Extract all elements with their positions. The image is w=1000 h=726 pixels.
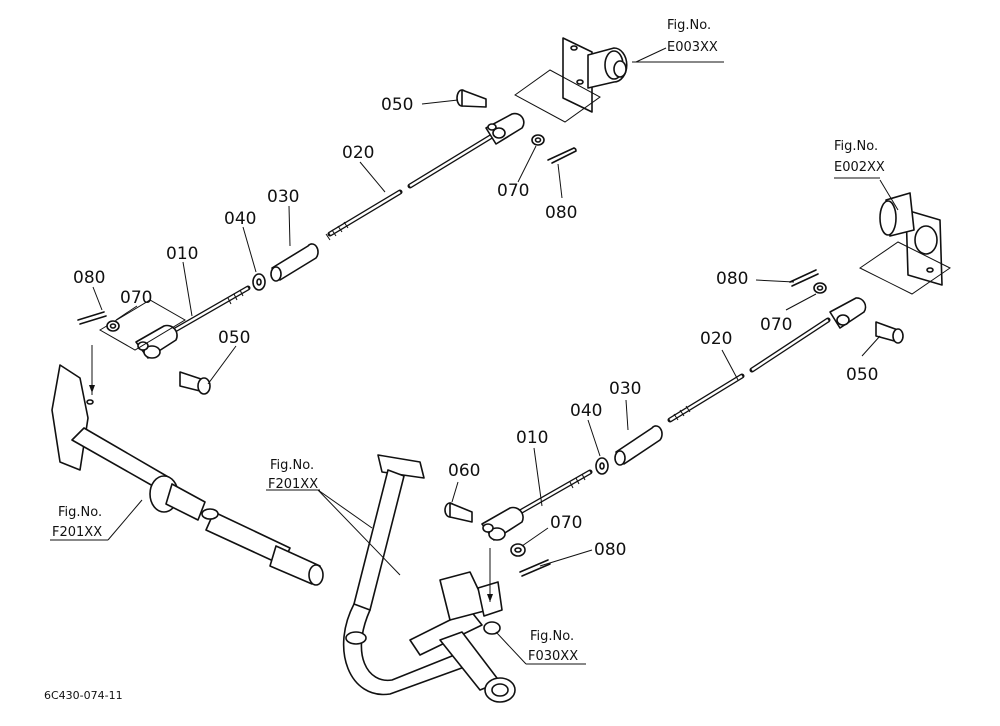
left-washer-070-hole xyxy=(109,323,117,329)
label-070-right: 070 xyxy=(760,315,792,335)
label-030-left: 030 xyxy=(267,187,299,207)
right-lock-nut-040 xyxy=(595,457,609,475)
upper-mounting-bracket xyxy=(514,37,628,123)
right-clevis-pin-060 xyxy=(444,502,473,523)
right-lower-clevis-yoke xyxy=(481,506,524,541)
ref-f030-code: F030XX xyxy=(528,649,578,664)
label-040-left: 040 xyxy=(224,209,256,229)
right-clevis-yoke xyxy=(829,297,867,329)
right-lower-washer-070-hole xyxy=(514,547,522,553)
left-turnbuckle-sleeve-030 xyxy=(270,243,319,282)
ref-e002-fig-label: Fig.No. xyxy=(834,139,878,154)
label-070-lower: 070 xyxy=(550,513,582,533)
upper-clevis-pin-050 xyxy=(456,89,487,108)
label-080-right: 080 xyxy=(716,269,748,289)
label-050-upper: 050 xyxy=(381,95,413,115)
left-clevis-pin-050 xyxy=(179,371,211,395)
leader-lines xyxy=(50,47,899,665)
label-070-left: 070 xyxy=(120,288,152,308)
ref-f201-center-fig-label: Fig.No. xyxy=(270,458,314,473)
upper-cotter-pin-080 xyxy=(547,147,577,164)
label-080-lower: 080 xyxy=(594,540,626,560)
label-050-right: 050 xyxy=(846,365,878,385)
label-040-right: 040 xyxy=(570,401,602,421)
label-070-upper: 070 xyxy=(497,181,529,201)
left-clevis-yoke xyxy=(99,299,186,359)
right-rod-end-010 xyxy=(517,469,593,515)
label-020-upper: 020 xyxy=(342,143,374,163)
label-080-upper: 080 xyxy=(545,203,577,223)
figure-references: Fig.No. E003XX Fig.No. E002XX Fig.No. F2… xyxy=(52,18,885,664)
upper-washer-070-hole xyxy=(534,137,542,143)
left-rod-end-010 xyxy=(172,285,251,333)
label-060: 060 xyxy=(448,461,480,481)
label-010-left: 010 xyxy=(166,244,198,264)
ref-e002-code: E002XX xyxy=(834,160,885,175)
part-number-labels: 050 020 030 040 010 080 070 050 070 080 … xyxy=(73,95,878,560)
right-cotter-pin-080 xyxy=(789,269,819,287)
ref-f201-center-code: F201XX xyxy=(268,477,318,492)
right-washer-070-hole xyxy=(816,285,824,291)
left-cotter-pin-080 xyxy=(77,311,107,325)
center-frame-assembly xyxy=(342,454,516,703)
right-turnbuckle-sleeve-030 xyxy=(614,425,663,466)
ref-e003-code: E003XX xyxy=(667,40,718,55)
left-pedal-shaft-assembly xyxy=(51,345,324,586)
upper-rod-assembly xyxy=(325,37,628,241)
ref-f201-left-fig-label: Fig.No. xyxy=(58,505,102,520)
right-lower-cotter-pin-080 xyxy=(519,559,551,577)
upper-clevis-yoke xyxy=(485,112,525,145)
label-010-right: 010 xyxy=(516,428,548,448)
label-030-right: 030 xyxy=(609,379,641,399)
label-080-left: 080 xyxy=(73,268,105,288)
label-050-left: 050 xyxy=(218,328,250,348)
ref-e003-fig-label: Fig.No. xyxy=(667,18,711,33)
upper-tie-rod-020 xyxy=(325,133,495,241)
ref-f201-left-code: F201XX xyxy=(52,525,102,540)
drawing-code: 6C430-074-11 xyxy=(44,689,123,702)
right-rod-assembly xyxy=(444,192,951,577)
left-rod-assembly xyxy=(77,243,319,395)
right-tie-rod-020 xyxy=(667,317,831,423)
right-clevis-pin-050 xyxy=(875,321,904,344)
left-lock-nut-040 xyxy=(252,273,266,291)
ref-f030-fig-label: Fig.No. xyxy=(530,629,574,644)
right-mounting-bracket xyxy=(859,192,951,295)
label-020-right: 020 xyxy=(700,329,732,349)
